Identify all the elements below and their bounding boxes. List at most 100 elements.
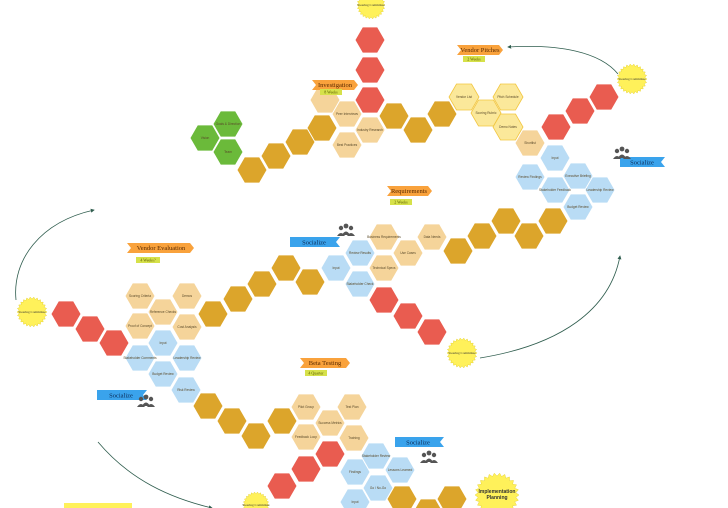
blue-hexagon [562, 193, 594, 221]
tan-hexagon [338, 424, 370, 452]
gold-hexagon [260, 142, 292, 170]
hexagon-label: Scoring Criteria [129, 294, 151, 298]
red-hexagon [290, 455, 322, 483]
phase-banner-requirements: Requirements 2 Weeks [387, 186, 432, 205]
blue-hexagon [147, 329, 179, 357]
milestone-label: Steering Committee [242, 503, 270, 507]
gold-hexagon [442, 237, 474, 265]
hexagon-label: Lessons Learned [388, 468, 413, 472]
tan-hexagon [368, 223, 400, 251]
gold-hexagon [266, 407, 298, 435]
gold-hexagon [222, 285, 254, 313]
phase-title: Vendor Pitches [460, 47, 500, 54]
blue-hexagon [360, 442, 392, 470]
hexagon-path [50, 26, 620, 508]
hexagon-label: Feedback Loop [295, 435, 317, 439]
hexagon-label: Budget Review [152, 372, 174, 376]
blue-hexagon [339, 458, 371, 486]
people-icon [613, 146, 631, 159]
blue-hexagon [362, 474, 394, 502]
red-hexagon [564, 97, 596, 125]
people-icon [337, 223, 355, 236]
hexagon-label: Input [159, 341, 166, 345]
hexagon-label: Cost Analysis [177, 325, 197, 329]
red-hexagon [98, 329, 130, 357]
blue-hexagon [344, 239, 376, 267]
yellow-hexagon [492, 113, 524, 141]
red-hexagon [354, 86, 386, 114]
socialize-label: Socialize [302, 239, 326, 246]
blue-hexagon [170, 376, 202, 404]
red-hexagon [368, 286, 400, 314]
tan-hexagon [290, 393, 322, 421]
red-hexagon [50, 300, 82, 328]
hexagon-label: Input [351, 500, 358, 504]
milestone-label: Steering Committee [18, 310, 46, 314]
tan-hexagon [314, 409, 346, 437]
phase-title: Vendor Evaluation [137, 245, 186, 252]
blue-hexagon [320, 254, 352, 282]
gold-hexagon [426, 100, 458, 128]
tan-hexagon [147, 298, 179, 326]
socialize-label: Socialize [406, 439, 430, 446]
tan-hexagon [290, 423, 322, 451]
tan-hexagon [416, 223, 448, 251]
gold-hexagon [236, 156, 268, 184]
blue-hexagon [514, 163, 546, 191]
gold-hexagon [537, 207, 569, 235]
green-hexagon [212, 110, 244, 138]
gold-hexagon [490, 207, 522, 235]
tan-hexagon [124, 282, 156, 310]
hexagon-label: Leadership Review [173, 356, 201, 360]
tan-hexagon [331, 100, 363, 128]
socialize-banner-4: Socialize [395, 437, 444, 463]
gold-hexagon [414, 498, 442, 508]
blue-hexagon [147, 360, 179, 388]
red-hexagon [588, 83, 620, 111]
phase-banner-beta-testing: Beta Testing 4 Quarter [300, 358, 350, 376]
hexagon-label: Team [224, 150, 232, 154]
hexagon-label: Pilot Group [298, 405, 314, 409]
gold-hexagon [402, 116, 434, 144]
hexagon-label: Reference Checks [150, 310, 177, 314]
gold-hexagon [386, 485, 418, 508]
hexagon-label: Demo Notes [499, 125, 517, 129]
blue-hexagon [384, 456, 416, 484]
hexagon-label: Goals & Direction [216, 122, 241, 126]
yellow-hexagon [492, 83, 524, 111]
hexagon-label: Success Metrics [318, 421, 342, 425]
green-hexagon [212, 138, 244, 166]
tan-hexagon [354, 116, 386, 144]
gold-hexagon [513, 222, 545, 250]
hexagon-label: Risk Review [177, 388, 195, 392]
hexagon-label: Industry Research [357, 128, 383, 132]
hexagon-label: Technical Specs [372, 266, 395, 270]
hexagon-label: Input [551, 156, 558, 160]
phase-duration: 2 Weeks [394, 200, 408, 205]
gold-hexagon [306, 114, 338, 142]
blue-hexagon [539, 144, 571, 172]
socialize-banner-1: Socialize [613, 146, 665, 167]
phase-title: Requirements [391, 188, 428, 195]
gold-hexagon [466, 222, 498, 250]
hexagon-label: Stakeholder Check [347, 282, 374, 286]
phase-duration: 4 Weeks? [140, 258, 155, 263]
hexagon-label: Budget Review [567, 205, 589, 209]
hexagon-label: Business Requirements [367, 235, 401, 239]
red-hexagon [74, 315, 106, 343]
steering-committee-milestone: Steering Committee [242, 491, 270, 508]
gold-hexagon [246, 270, 278, 298]
phase-title: Beta Testing [309, 360, 342, 367]
gold-hexagon [216, 407, 248, 435]
hexagon-label: Review Findings [518, 175, 542, 179]
milestone-label: Steering Committee [448, 351, 476, 355]
red-hexagon [354, 26, 386, 54]
red-hexagon [540, 113, 572, 141]
arrow-to-vendor-evaluation [15, 208, 95, 301]
hexagon-label: Review Results [349, 251, 371, 255]
tan-hexagon [368, 254, 400, 282]
tan-hexagon [336, 393, 368, 421]
hexagon-label: Proof of Concept [128, 324, 152, 328]
